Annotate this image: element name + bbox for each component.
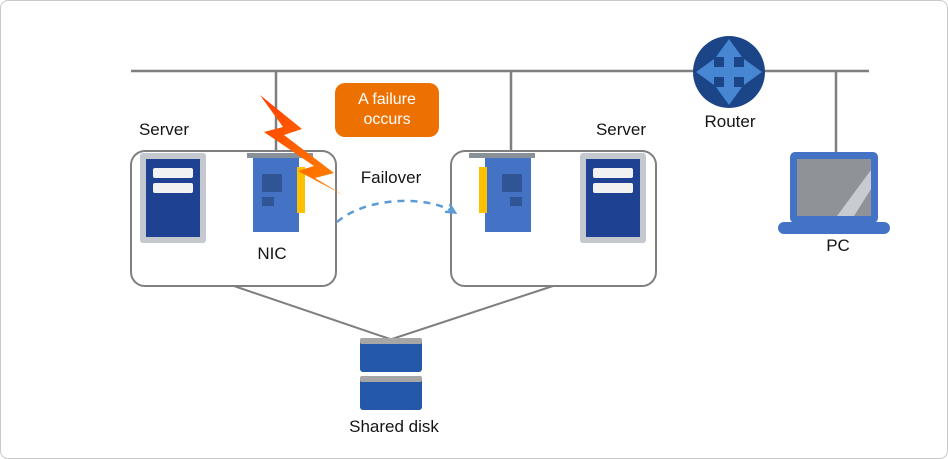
disk-unit bbox=[360, 338, 422, 372]
nic-bracket bbox=[247, 153, 313, 158]
nic-body bbox=[253, 158, 299, 232]
server-icon-right bbox=[580, 153, 646, 243]
shared-disk-icon bbox=[360, 338, 422, 410]
shared-disk-label: Shared disk bbox=[349, 417, 439, 436]
server-slot bbox=[153, 168, 193, 178]
server-icon-left bbox=[140, 153, 206, 243]
server-left-label: Server bbox=[138, 120, 190, 139]
nic-edge-connector bbox=[479, 167, 487, 213]
nic-icon-left bbox=[247, 153, 313, 232]
disk-unit bbox=[360, 376, 422, 410]
server-slot bbox=[593, 168, 633, 178]
pc-icon bbox=[778, 152, 890, 234]
failure-callout: A failure occurs bbox=[335, 83, 439, 137]
disk-unit-top bbox=[360, 376, 422, 382]
nic-bracket bbox=[469, 153, 535, 158]
pc-base bbox=[778, 222, 890, 234]
disk-link-left bbox=[233, 285, 391, 340]
nic-edge-connector bbox=[297, 167, 305, 213]
failure-callout-text: A failure occurs bbox=[358, 91, 416, 128]
failure-lightning-icon bbox=[260, 95, 343, 195]
pc-label: PC bbox=[826, 236, 850, 255]
router-label: Router bbox=[704, 112, 756, 131]
nic-chip bbox=[502, 174, 522, 192]
nic-icon-right bbox=[469, 153, 535, 232]
router-arrows bbox=[696, 39, 762, 105]
server-slot bbox=[153, 183, 193, 193]
failover-label: Failover bbox=[360, 168, 422, 187]
failover-arrow-icon bbox=[336, 199, 454, 223]
disk-link-right bbox=[391, 285, 554, 340]
nic-chip bbox=[262, 174, 282, 192]
server-right-label: Server bbox=[595, 120, 647, 139]
pc-screen-shine bbox=[837, 170, 871, 216]
disk-unit-top bbox=[360, 338, 422, 344]
nic-chip-small bbox=[510, 197, 522, 206]
nic-label: NIC bbox=[257, 244, 287, 263]
nic-body bbox=[485, 158, 531, 232]
router-icon bbox=[693, 36, 765, 108]
nic-chip-small bbox=[262, 197, 274, 206]
server-slot bbox=[593, 183, 633, 193]
